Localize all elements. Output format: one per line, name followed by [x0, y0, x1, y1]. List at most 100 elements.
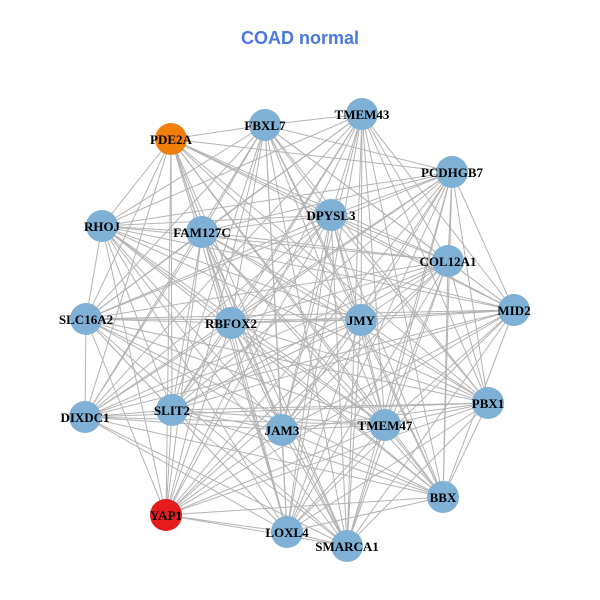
- edge-fbxl7-tmem47: [264, 124, 386, 426]
- node-label: JMY: [347, 313, 376, 328]
- node-label: LOXL4: [265, 525, 309, 540]
- edge-fbxl7-pbx1: [264, 124, 489, 404]
- node-circle[interactable]: [271, 516, 303, 548]
- node-rhoj[interactable]: RHOJ: [84, 210, 121, 242]
- node-circle[interactable]: [86, 210, 118, 242]
- edge-rbfox2-loxl4: [230, 322, 288, 533]
- edge-dpysl3-jam3: [281, 214, 332, 431]
- edge-pbx1-smarca1: [346, 402, 489, 547]
- edge-jmy-jam3: [281, 319, 362, 431]
- node-label: PBX1: [472, 396, 505, 411]
- edge-col12a1-bbx: [442, 260, 449, 498]
- node-circle[interactable]: [156, 394, 188, 426]
- edge-pcdhgb7-jmy: [360, 171, 453, 321]
- node-pcdhgb7[interactable]: PCDHGB7: [421, 156, 484, 188]
- node-slit2[interactable]: SLIT2: [154, 394, 190, 426]
- node-label: PCDHGB7: [421, 165, 484, 180]
- node-mid2[interactable]: MID2: [497, 294, 531, 326]
- edge-jam3-smarca1: [281, 429, 348, 547]
- edge-dpysl3-yap1: [165, 214, 332, 516]
- edge-jmy-loxl4: [286, 319, 362, 533]
- edge-pcdhgb7-rhoj: [101, 171, 453, 227]
- edge-dpysl3-col12a1: [330, 214, 449, 262]
- edge-dpysl3-loxl4: [286, 214, 332, 533]
- node-loxl4[interactable]: LOXL4: [265, 516, 309, 548]
- node-circle[interactable]: [150, 499, 182, 531]
- node-tmem43[interactable]: TMEM43: [335, 98, 390, 130]
- node-jam3[interactable]: JAM3: [265, 414, 300, 446]
- edge-pbx1-loxl4: [286, 402, 489, 533]
- node-col12a1[interactable]: COL12A1: [419, 245, 477, 277]
- node-circle[interactable]: [369, 409, 401, 441]
- node-smarca1[interactable]: SMARCA1: [315, 530, 379, 562]
- node-bbx[interactable]: BBX: [427, 481, 459, 513]
- node-fam127c[interactable]: FAM127C: [173, 216, 231, 248]
- chart-title: COAD normal: [240, 28, 359, 48]
- edge-dpysl3-pbx1: [330, 214, 489, 404]
- node-circle[interactable]: [266, 414, 298, 446]
- node-label: PDE2A: [150, 132, 193, 147]
- edge-pde2a-rhoj: [101, 138, 172, 227]
- node-circle[interactable]: [69, 401, 101, 433]
- node-circle[interactable]: [345, 304, 377, 336]
- node-label: RHOJ: [84, 219, 121, 234]
- node-dixdc1[interactable]: DIXDC1: [60, 401, 110, 433]
- node-circle[interactable]: [331, 530, 363, 562]
- node-circle[interactable]: [155, 123, 187, 155]
- edge-pde2a-jmy: [170, 138, 362, 321]
- edge-tmem47-yap1: [165, 424, 386, 516]
- node-jmy[interactable]: JMY: [345, 304, 377, 336]
- node-circle[interactable]: [427, 481, 459, 513]
- edge-jmy-bbx: [360, 319, 444, 498]
- edge-pbx1-yap1: [165, 402, 489, 516]
- node-dpysl3[interactable]: DPYSL3: [306, 199, 356, 231]
- node-circle[interactable]: [215, 307, 247, 339]
- edge-rhoj-dpysl3: [101, 214, 332, 227]
- edge-dpysl3-slc16a2: [85, 214, 332, 320]
- edge-jmy-yap1: [165, 319, 362, 516]
- edge-mid2-smarca1: [346, 309, 515, 547]
- node-circle[interactable]: [436, 156, 468, 188]
- node-circle[interactable]: [472, 387, 504, 419]
- node-label: FAM127C: [173, 225, 231, 240]
- edge-tmem47-smarca1: [346, 424, 386, 547]
- edge-pcdhgb7-tmem47: [384, 171, 453, 426]
- node-circle[interactable]: [70, 303, 102, 335]
- node-yap1[interactable]: YAP1: [150, 499, 182, 531]
- edge-dpysl3-bbx: [330, 214, 444, 498]
- edge-col12a1-dixdc1: [84, 260, 449, 418]
- edge-fam127c-mid2: [201, 231, 515, 311]
- node-label: DIXDC1: [60, 410, 109, 425]
- edge-rbfox2-dixdc1: [84, 322, 232, 418]
- node-circle[interactable]: [498, 294, 530, 326]
- node-fbxl7[interactable]: FBXL7: [244, 109, 286, 141]
- node-label: DPYSL3: [306, 208, 356, 223]
- node-pde2a[interactable]: PDE2A: [150, 123, 193, 155]
- edge-tmem47-pbx1: [384, 402, 489, 426]
- node-circle[interactable]: [186, 216, 218, 248]
- edge-jam3-yap1: [165, 429, 283, 516]
- node-slc16a2[interactable]: SLC16A2: [59, 303, 113, 335]
- edge-fbxl7-dpysl3: [264, 124, 332, 216]
- edge-jmy-dixdc1: [84, 319, 362, 418]
- node-circle[interactable]: [432, 245, 464, 277]
- edge-slc16a2-pbx1: [85, 318, 489, 404]
- edge-rhoj-rbfox2: [101, 225, 232, 324]
- edge-slit2-pbx1: [171, 402, 489, 411]
- edge-mid2-slit2: [171, 309, 515, 411]
- node-circle[interactable]: [315, 199, 347, 231]
- edge-pcdhgb7-smarca1: [346, 171, 453, 547]
- edge-pde2a-pbx1: [170, 138, 489, 404]
- edge-rbfox2-bbx: [230, 322, 444, 498]
- node-pbx1[interactable]: PBX1: [472, 387, 505, 419]
- edge-pde2a-dixdc1: [84, 138, 172, 418]
- edges-layer: [84, 113, 515, 547]
- node-circle[interactable]: [346, 98, 378, 130]
- edge-dixdc1-jam3: [84, 416, 283, 431]
- edge-tmem43-loxl4: [286, 113, 363, 533]
- node-circle[interactable]: [249, 109, 281, 141]
- edge-mid2-jam3: [281, 309, 515, 431]
- edge-slit2-yap1: [165, 409, 173, 516]
- node-rbfox2[interactable]: RBFOX2: [205, 307, 257, 339]
- node-tmem47[interactable]: TMEM47: [358, 409, 413, 441]
